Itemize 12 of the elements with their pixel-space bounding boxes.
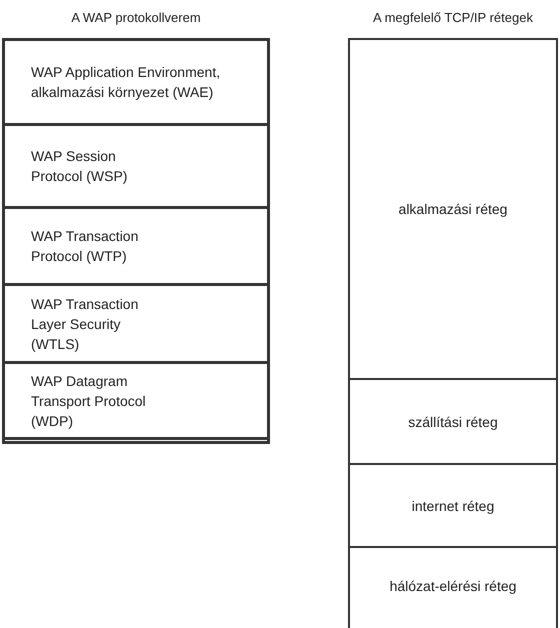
layer-label: WAP Application Environment, alkalmazási környezet (WAE): [31, 63, 222, 102]
stack-heading: A megfelelő TCP/IP rétegek: [372, 9, 534, 27]
layer-box: [2, 361, 270, 440]
layer-label: alkalmazási réteg: [398, 200, 508, 219]
stack-heading: A WAP protokollverem: [70, 9, 202, 27]
layer-label: WAP Transaction Layer Security (WTLS): [31, 294, 140, 354]
layer-label: internet réteg: [412, 496, 494, 516]
layer-label: WAP Datagram Transport Protocol (WDP): [31, 372, 147, 430]
layer-label: szállítási réteg: [408, 412, 498, 432]
layer-label: hálózat-elérési réteg: [390, 577, 516, 596]
layer-label: WAP Session Protocol (WSP): [31, 147, 128, 186]
layer-label: WAP Transaction Protocol (WTP): [31, 227, 140, 266]
